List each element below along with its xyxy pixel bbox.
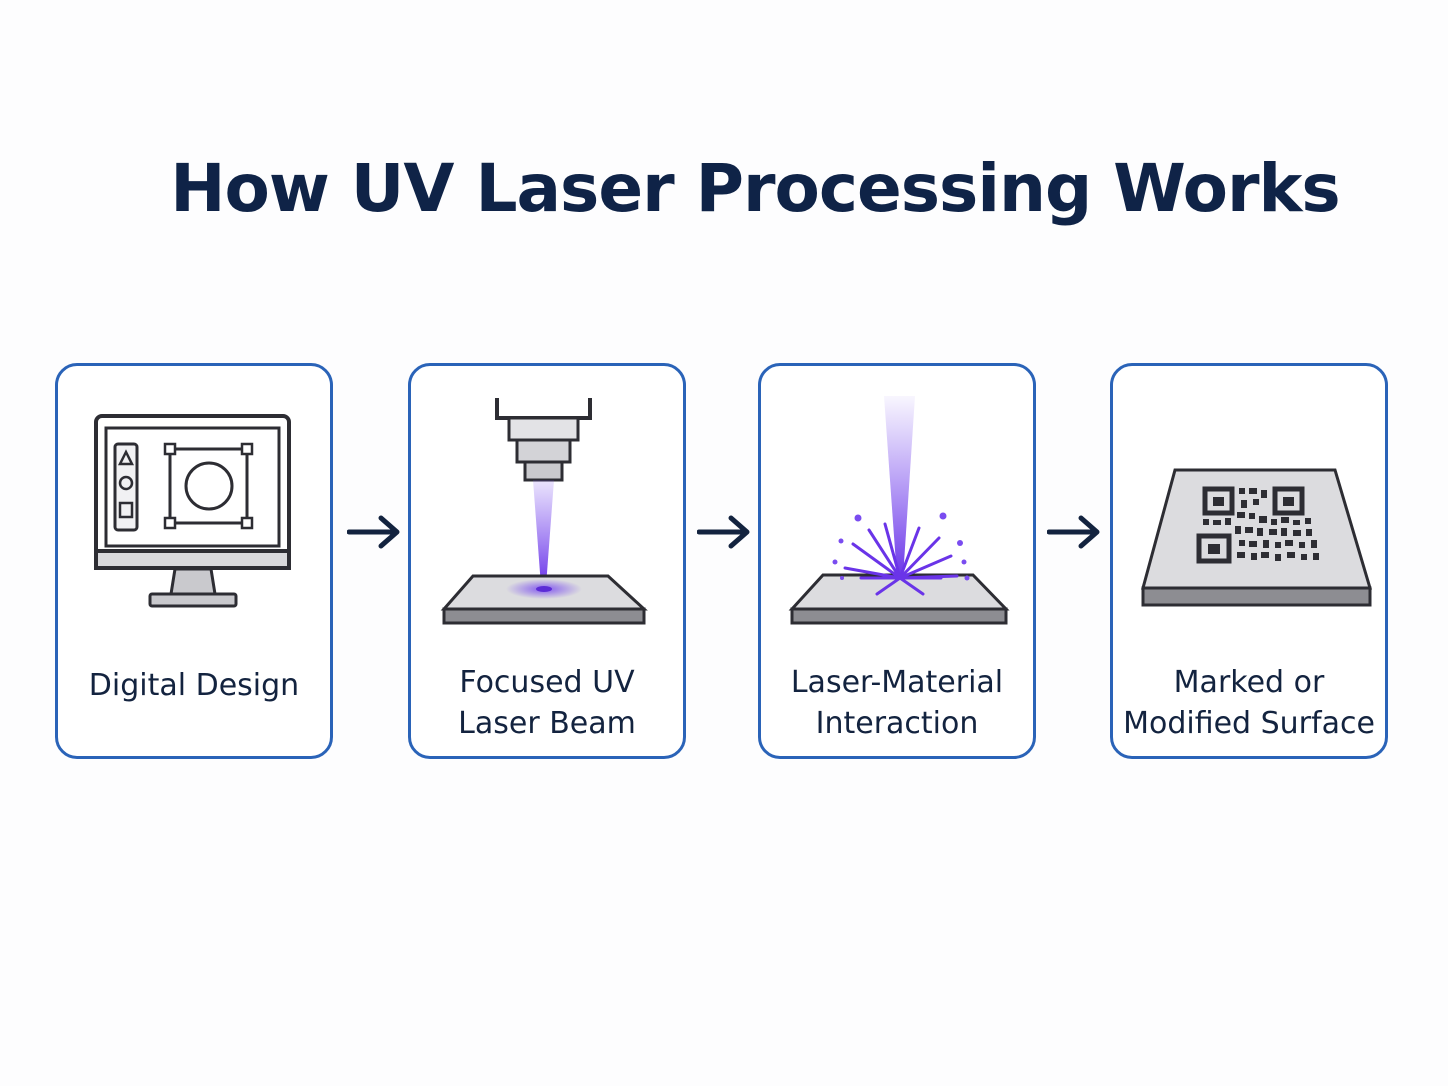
page-title: How UV Laser Processing Works [170, 150, 1340, 227]
step-card-focused-laser-beam: Focused UV Laser Beam [408, 363, 686, 759]
step-card-marked-surface: Marked or Modified Surface [1110, 363, 1388, 759]
step-card-digital-design: Digital Design [55, 363, 333, 759]
step-label: Marked or Modified Surface [1123, 665, 1375, 741]
laser-head-beam-icon [440, 398, 648, 625]
step-label: Digital Design [88, 668, 300, 703]
monitor-design-icon [94, 414, 291, 608]
step-card-laser-material-interaction: Laser-Material Interaction [758, 363, 1036, 759]
arrow-right-icon [1047, 515, 1100, 549]
qr-marked-plate-icon [1141, 468, 1373, 607]
arrow-right-icon [697, 515, 750, 549]
arrow-right-icon [347, 515, 400, 549]
step-label: Focused UV Laser Beam [458, 665, 636, 741]
step-label: Laser-Material Interaction [790, 665, 1004, 741]
laser-spark-icon [788, 396, 1010, 625]
